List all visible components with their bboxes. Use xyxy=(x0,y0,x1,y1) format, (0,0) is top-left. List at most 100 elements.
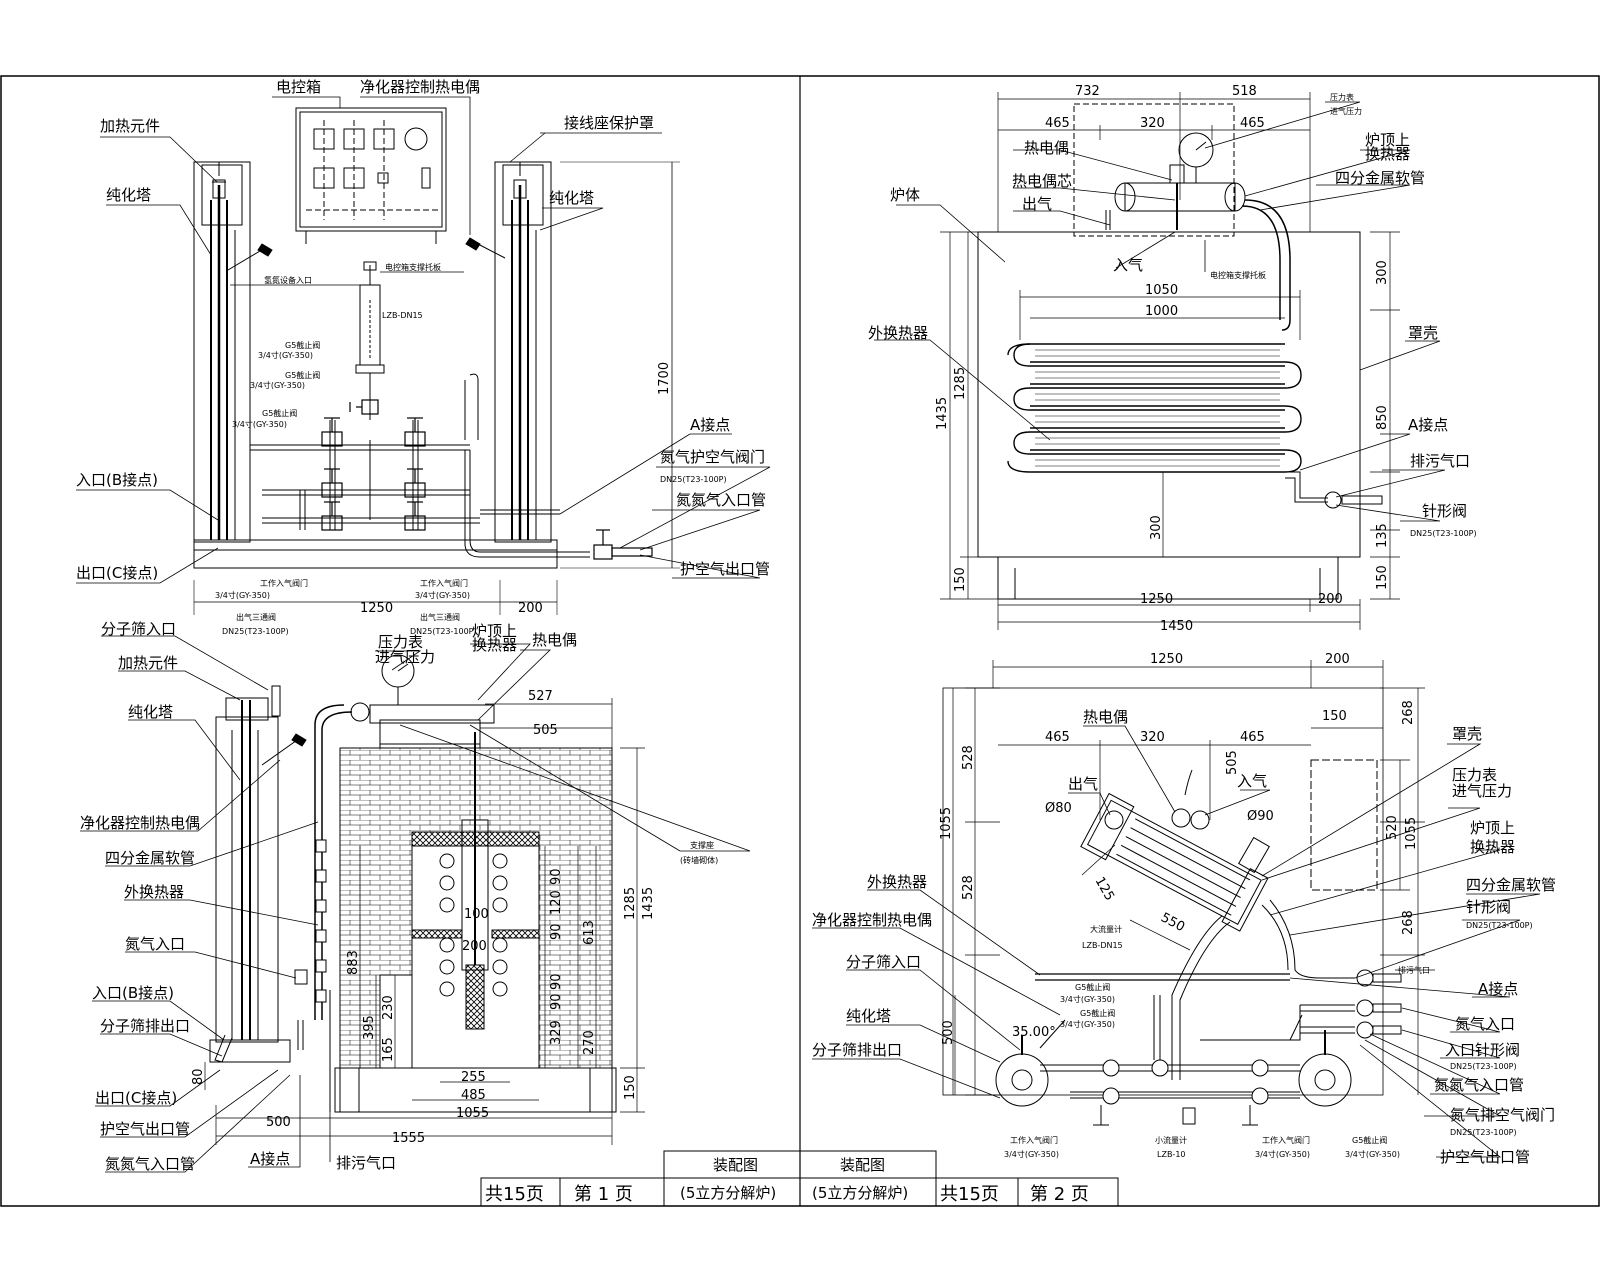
view-bottom-right-text: 热电偶 出气 入气 罩壳 压力表 进气压力 炉顶上 换热器 四分金属软管 针形阀… xyxy=(812,652,1556,1166)
callout-purification-tower-2: 纯化塔 xyxy=(549,189,594,207)
note: DN25(T23-100P) xyxy=(222,627,289,636)
dim: 465 xyxy=(1240,116,1265,131)
note: G5截止阀 xyxy=(1075,982,1110,992)
dim: 1700 xyxy=(657,362,672,395)
dim: 150 xyxy=(1322,709,1347,724)
dim: 300 xyxy=(1375,260,1390,285)
callout: 净化器控制热电偶 xyxy=(812,911,932,929)
dim: 320 xyxy=(1140,116,1165,131)
note: LZB-DN15 xyxy=(1082,941,1123,950)
dim: 1435 xyxy=(935,397,950,430)
callout: A接点 xyxy=(1478,980,1518,998)
note: G5截止阀 xyxy=(1080,1008,1115,1018)
view-top-right-side xyxy=(874,92,1446,630)
callout-purification-tower: 纯化塔 xyxy=(106,186,151,204)
callout: 护空气出口管 xyxy=(1440,1148,1530,1166)
callout: 炉顶上 xyxy=(472,622,517,640)
dim: 165 xyxy=(381,1037,396,1062)
sheet-frame xyxy=(0,75,1600,1207)
dim: 1250 xyxy=(360,601,393,616)
callout-outer-exchanger: 外换热器 xyxy=(868,324,928,342)
callout: 入气 xyxy=(1113,256,1143,274)
dim: 120 xyxy=(549,890,564,915)
dim: 518 xyxy=(1232,84,1257,99)
callout: 入口(B接点) xyxy=(92,984,174,1002)
dim: 1050 xyxy=(1145,283,1178,298)
dim: Ø80 xyxy=(1045,801,1072,816)
callout: 纯化塔 xyxy=(846,1007,891,1025)
callout: 入口针形阀 xyxy=(1445,1041,1520,1059)
callout: 支撑座 xyxy=(690,840,714,850)
callout: 针形阀 xyxy=(1422,502,1467,520)
note: 3/4寸(GY-350) xyxy=(258,350,313,360)
callout: 氮氮气入口管 xyxy=(105,1155,195,1173)
callout: 换热器 xyxy=(1365,145,1410,163)
dim: 150 xyxy=(1375,565,1390,590)
dim: 1000 xyxy=(1145,304,1178,319)
dim: 1285 xyxy=(623,887,638,920)
callout: 分子筛入口 xyxy=(846,953,921,971)
callout: A接点 xyxy=(250,1150,290,1168)
dim: 200 xyxy=(462,939,487,954)
callout: 加热元件 xyxy=(118,654,178,672)
callout-control-box: 电控箱 xyxy=(276,78,321,96)
dim: 527 xyxy=(528,689,553,704)
drawing-desc-right: (5立方分解炉) xyxy=(812,1184,908,1202)
dim: 268 xyxy=(1401,910,1416,935)
callout-valve-spec: DN25(T23-100P) xyxy=(660,475,727,484)
callout-furnace-body: 炉体 xyxy=(890,186,920,204)
callout: 排污气口 xyxy=(336,1154,396,1172)
callout: 炉顶上 xyxy=(1365,131,1410,149)
callout: 热电偶 xyxy=(1024,139,1069,157)
dim: 135 xyxy=(1375,523,1390,548)
callout: DN25(T23-100P) xyxy=(1450,1128,1517,1137)
callout: 氮气排空气阀门 xyxy=(1450,1106,1555,1124)
note: 小流量计 xyxy=(1155,1135,1187,1145)
dim: 150 xyxy=(623,1075,638,1100)
dim: 528 xyxy=(961,745,976,770)
dim: 528 xyxy=(961,875,976,900)
callout-gas-inlet: 氮氮气入口管 xyxy=(676,491,766,509)
callout: 电控箱支撑托板 xyxy=(1210,270,1266,280)
page-number-2: 第 2 页 xyxy=(1030,1184,1089,1205)
note: G5截止阀 xyxy=(1352,1135,1387,1145)
dim: 200 xyxy=(1325,652,1350,667)
note: LZB-DN15 xyxy=(382,311,423,320)
callout: 进气压力 xyxy=(1452,782,1512,800)
dim: 500 xyxy=(266,1115,291,1130)
callout: 净化器控制热电偶 xyxy=(80,814,200,832)
dim: 732 xyxy=(1075,84,1100,99)
note: G5截止阀 xyxy=(285,370,320,380)
callout: 出气 xyxy=(1022,195,1052,213)
callout: 四分金属软管 xyxy=(105,849,195,867)
view-top-left-text: 加热元件 纯化塔 电控箱 净化器控制热电偶 接线座保护罩 纯化塔 A接点 氮气护… xyxy=(76,78,770,636)
note: G5截止阀 xyxy=(262,408,297,418)
note: 3/4寸(GY-350) xyxy=(1004,1149,1059,1159)
drawing-desc-left: (5立方分解炉) xyxy=(680,1184,776,1202)
dim: 883 xyxy=(346,950,361,975)
dim: 1555 xyxy=(392,1131,425,1146)
dim: 1250 xyxy=(1150,652,1183,667)
dim: 850 xyxy=(1375,405,1390,430)
dim: 200 xyxy=(518,601,543,616)
callout: 压力表 xyxy=(378,633,423,651)
note: 3/4寸(GY-350) xyxy=(250,380,305,390)
dim: 1285 xyxy=(953,367,968,400)
note: 工作入气阀门 xyxy=(260,578,308,588)
drawing-name-left: 装配图 xyxy=(713,1156,758,1174)
callout: 换热器 xyxy=(1470,838,1515,856)
callout-outlet-c: 出口(C接点) xyxy=(76,564,158,582)
note: 工作入气阀门 xyxy=(1010,1135,1058,1145)
dim: 90 xyxy=(549,973,564,990)
title-block xyxy=(480,1150,1119,1207)
dim: 485 xyxy=(461,1088,486,1103)
callout: 出气 xyxy=(1068,775,1098,793)
dim: 465 xyxy=(1045,116,1070,131)
dim: 125 xyxy=(1092,875,1117,904)
dim: 230 xyxy=(381,995,396,1020)
dim: 35.00° xyxy=(1012,1025,1056,1040)
note: G5截止阀 xyxy=(285,340,320,350)
dim: 520 xyxy=(1385,815,1400,840)
note: 工作入气阀门 xyxy=(420,578,468,588)
